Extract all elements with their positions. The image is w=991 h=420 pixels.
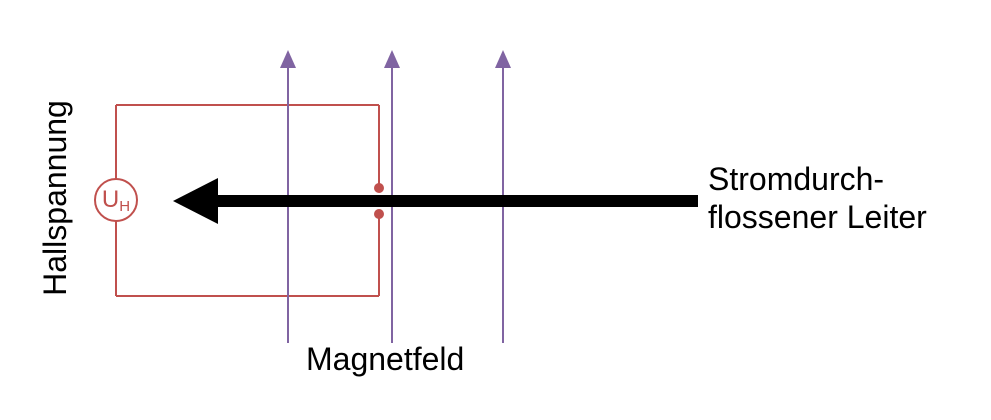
measuring-circuit [115, 104, 380, 297]
contact-top [374, 183, 384, 193]
meter-subscript: H [119, 198, 131, 215]
field-arrowhead-2 [384, 50, 400, 68]
conductor-bar [212, 195, 698, 207]
field-arrowhead-3 [495, 50, 511, 68]
field-arrowhead-1 [280, 50, 296, 68]
voltmeter-symbol: UH [94, 178, 138, 222]
conductor-label: Stromdurch- flossener Leiter [708, 160, 927, 236]
hall-voltage-label: Hallspannung [37, 100, 73, 296]
magnetic-field-label: Magnetfeld [306, 341, 465, 377]
hall-contacts [374, 183, 384, 219]
contact-bottom [374, 209, 384, 219]
conductor [173, 178, 698, 224]
conductor-label-line1: Stromdurch- [708, 161, 885, 197]
meter-symbol: U [101, 186, 120, 213]
current-arrowhead [173, 178, 218, 224]
conductor-label-line2: flossener Leiter [708, 199, 927, 235]
